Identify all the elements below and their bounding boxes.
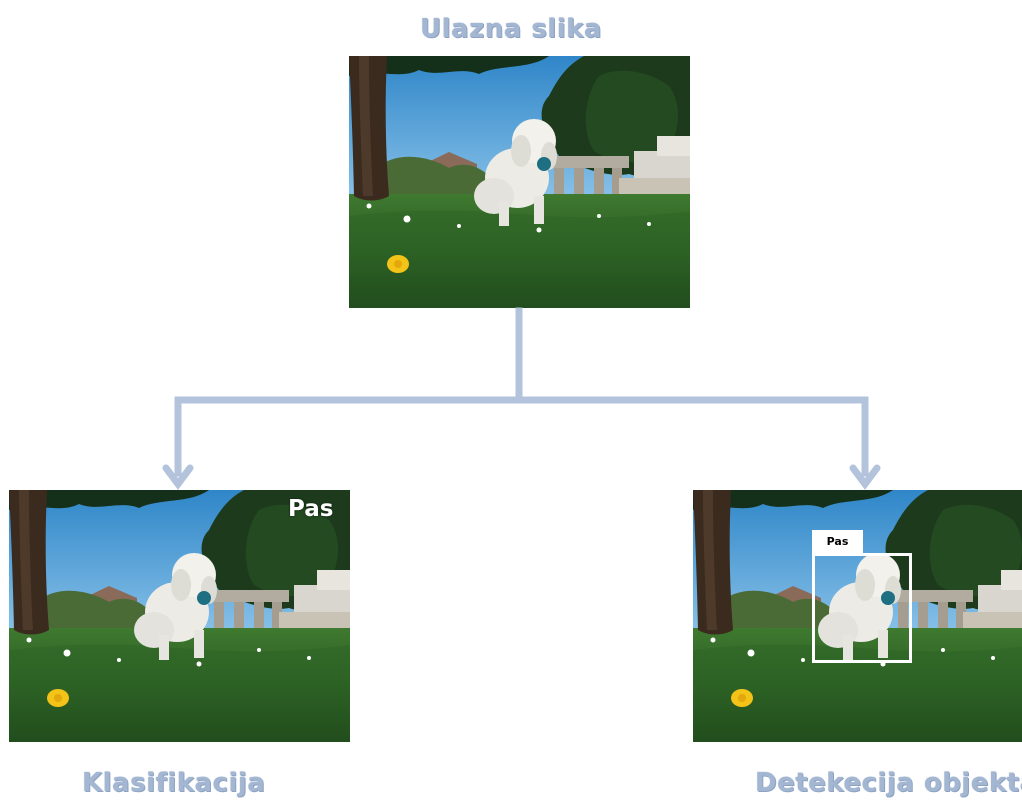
arrow-right-icon	[849, 464, 881, 490]
arrow-left-icon	[162, 464, 194, 490]
detection-label: Pas	[812, 530, 863, 553]
classification-label: Pas	[288, 496, 334, 522]
input-image-title: Ulazna slika	[420, 14, 602, 44]
bounding-box	[812, 553, 912, 663]
classification-image: Pas	[9, 490, 350, 742]
classification-title: Klasifikacija	[82, 768, 266, 798]
detection-title: Detekecija objekta	[755, 768, 1022, 798]
detection-image: Pas	[693, 490, 1022, 742]
